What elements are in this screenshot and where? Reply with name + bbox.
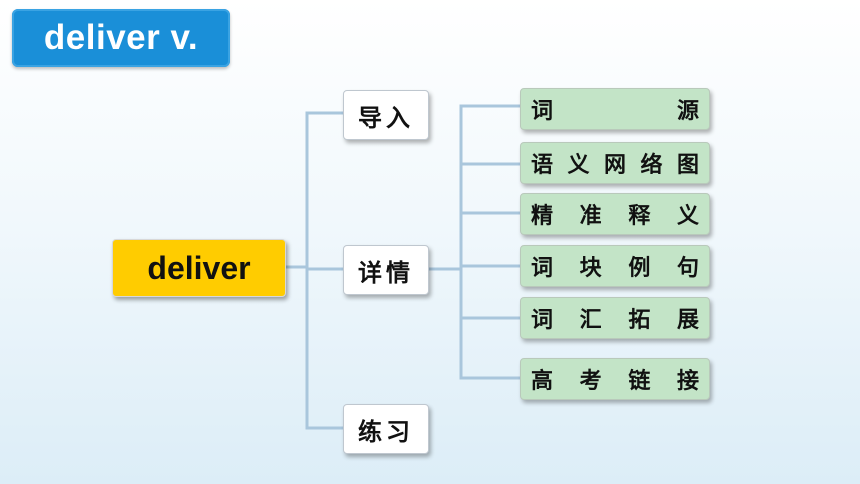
branch-daoru[interactable]: 导入: [343, 90, 429, 140]
leaf-char: 络: [640, 153, 663, 178]
leaf-char: 接: [676, 369, 699, 394]
leaf-char: 句: [676, 256, 699, 281]
leaf-char: 考: [579, 369, 602, 394]
leaf-char: 链: [628, 369, 651, 394]
page-title: deliver v.: [12, 9, 230, 67]
leaf-char: 源: [676, 99, 699, 124]
leaf-char: 网: [603, 153, 626, 178]
leaf-char: 义: [567, 153, 590, 178]
leaf-char: 释: [628, 204, 651, 229]
leaf-char: 高: [531, 369, 554, 394]
leaf-char: 汇: [579, 308, 602, 333]
leaf-jingzhun-shiyi[interactable]: 精准 释义: [520, 193, 710, 235]
branch-lianxi[interactable]: 练习: [343, 404, 429, 454]
leaf-cihui-tuozhan[interactable]: 词汇 拓展: [520, 297, 710, 339]
leaf-char: 例: [628, 256, 651, 281]
leaf-yuyi-wangluotu[interactable]: 语义网络图: [520, 142, 710, 184]
leaf-char: 展: [676, 308, 699, 333]
root-node-deliver[interactable]: deliver: [112, 239, 286, 297]
leaf-char: 拓: [628, 308, 651, 333]
leaf-char: 准: [579, 204, 602, 229]
leaf-char: 词: [531, 256, 554, 281]
leaf-cikuai-liju[interactable]: 词块 例句: [520, 245, 710, 287]
leaf-char: 语: [531, 153, 554, 178]
leaf-char: 义: [676, 204, 699, 229]
leaf-ciyuan[interactable]: 词源: [520, 88, 710, 130]
leaf-char: 词: [531, 308, 554, 333]
leaf-char: 词: [531, 99, 554, 124]
leaf-char: 块: [579, 256, 602, 281]
leaf-gaokao-lianjie[interactable]: 高考 链接: [520, 358, 710, 400]
branch-xiangqing[interactable]: 详情: [343, 245, 429, 295]
leaf-char: 精: [531, 204, 554, 229]
leaf-char: 图: [676, 153, 699, 178]
